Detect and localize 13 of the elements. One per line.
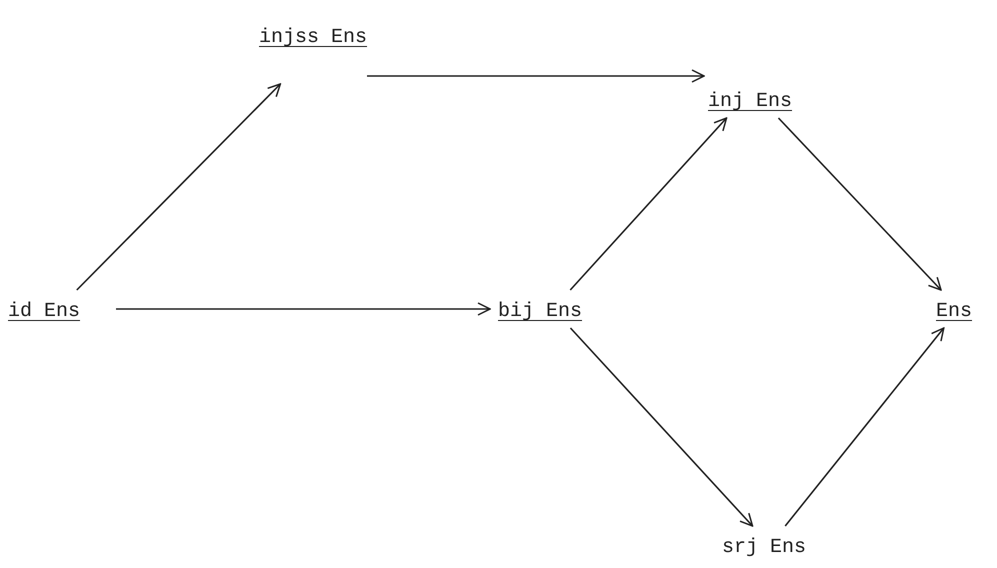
arrow — [367, 69, 705, 83]
term-label: srj Ens — [718, 530, 822, 560]
term-label: bij Ens — [494, 294, 612, 324]
arrow — [570, 327, 754, 527]
term-label: Ens — [932, 294, 986, 324]
arrow — [778, 117, 942, 291]
term-label: injss Ens — [255, 26, 367, 80]
term-label: inj Ens — [704, 66, 800, 114]
term-label: id Ens — [4, 294, 112, 324]
arrow — [784, 327, 945, 526]
arrow — [570, 117, 728, 291]
arrow — [116, 302, 491, 316]
arrow — [76, 83, 282, 291]
